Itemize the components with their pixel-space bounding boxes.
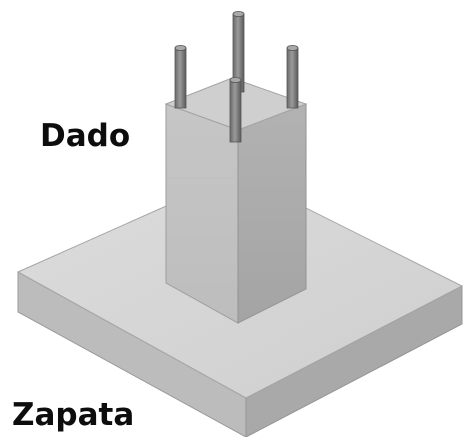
rebar-front bbox=[229, 77, 242, 143]
rebar-right bbox=[286, 45, 299, 109]
zapata-label: Zapata bbox=[12, 397, 135, 433]
rebar-left bbox=[174, 45, 187, 109]
rebars bbox=[174, 10, 299, 143]
dado-right-face bbox=[237, 103, 307, 324]
dado-label: Dado bbox=[40, 118, 131, 154]
